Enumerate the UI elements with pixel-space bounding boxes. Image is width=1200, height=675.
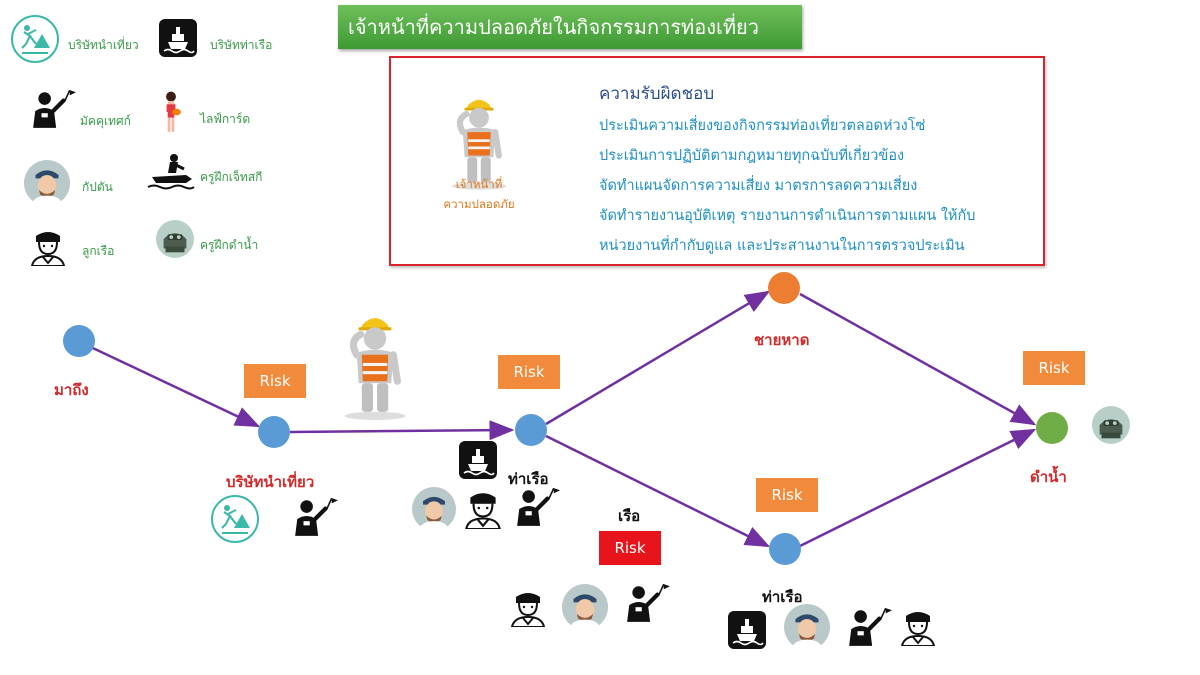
boat-icon (727, 610, 767, 650)
boat-icon (458, 440, 498, 480)
legend-label-port-company: บริษัทท่าเรือ (210, 38, 273, 52)
responsibility-line: จัดทำแผนจัดการความเสี่ยง มาตรการลดความเส… (599, 178, 918, 194)
legend-label-jetski-trainer: ครูฝึกเจ็ทสกี (200, 170, 263, 184)
guide-icon (846, 606, 892, 648)
node-pier (515, 414, 547, 446)
legend-label-guide: มัคคุเทศก์ (80, 114, 131, 128)
captain-icon (784, 604, 830, 650)
node-beach (768, 272, 800, 304)
label-arrive: มาถึง (54, 381, 89, 399)
arrow-arrive-to-tour (79, 340, 261, 428)
node-pier-2 (769, 533, 801, 565)
label-pier: ท่าเรือ (508, 470, 549, 488)
label-dive: ดำน้ำ (1030, 468, 1067, 486)
legend: บริษัทนำเที่ยว บริษัทท่าเรือ มัคคุเทศก์ … (0, 0, 330, 280)
node-dive (1036, 412, 1068, 444)
risk-badge: Risk (1023, 351, 1085, 385)
label-beach: ชายหาด (754, 331, 810, 349)
safety-officer-figure-icon (334, 310, 416, 422)
captain-icon (412, 487, 456, 531)
risk-badge: Risk (244, 364, 306, 398)
risk-badge: Risk (498, 355, 560, 389)
responsibility-box: เจ้าหน้าที่ ความปลอดภัย ความรับผิดชอบ ปร… (389, 56, 1045, 266)
arrow-pier-to-beach (545, 290, 771, 426)
node-arrive (63, 325, 95, 357)
legend-label-tour-company: บริษัทนำเที่ยว (68, 38, 139, 52)
legend-label-lifeguard: ไลฟ์การ์ด (200, 112, 251, 126)
legend-label-dive-trainer: ครูฝึกดำน้ำ (200, 238, 259, 252)
crew-icon (508, 587, 548, 627)
tour-company-logo-icon (210, 494, 260, 544)
risk-badge: Risk (756, 478, 818, 512)
legend-label-crew: ลูกเรือ (82, 244, 115, 258)
captain-icon (562, 584, 608, 630)
crew-icon (462, 487, 504, 529)
responsibility-line: จัดทำรายงานอุบัติเหตุ รายงานการดำเนินการ… (599, 208, 976, 224)
risk-badge-high: Risk (599, 531, 661, 565)
officer-label-line1: เจ้าหน้าที่ (455, 177, 503, 191)
guide-icon (292, 496, 338, 538)
arrow-tour-to-pier (289, 420, 515, 441)
responsibility-heading: ความรับผิดชอบ (599, 84, 715, 104)
guide-icon (624, 582, 670, 624)
arrow-pier-to-pier2 (545, 434, 771, 548)
guide-icon (514, 486, 560, 528)
arrow-pier2-to-dive (799, 428, 1037, 548)
responsibility-line: ประเมินการปฏิบัติตามกฎหมายทุกฉบับที่เกี่… (599, 148, 905, 164)
node-tour-company (258, 416, 290, 448)
label-boat: เรือ (618, 507, 641, 525)
arrow-beach-to-dive (799, 292, 1037, 426)
responsibility-line: ประเมินความเสี่ยงของกิจกรรมท่องเที่ยวตลอ… (599, 118, 926, 134)
crew-icon (898, 606, 938, 646)
page-title: เจ้าหน้าที่ความปลอดภัยในกิจกรรมการท่องเท… (338, 5, 802, 49)
label-tour-company: บริษัทนำเที่ยว (226, 473, 315, 491)
officer-label-line2: ความปลอดภัย (443, 197, 515, 211)
diver-icon (1092, 406, 1130, 444)
legend-label-captain: กัปตัน (82, 180, 113, 194)
responsibility-line: หน่วยงานที่กำกับดูแล และประสานงานในการตร… (599, 238, 965, 254)
label-pier-2: ท่าเรือ (762, 588, 803, 606)
